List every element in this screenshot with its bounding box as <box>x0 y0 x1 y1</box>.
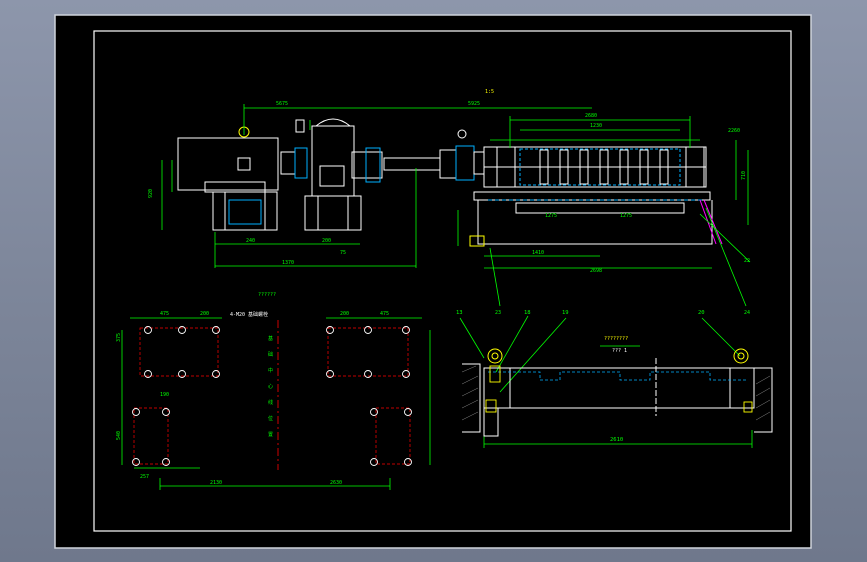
svg-text:190: 190 <box>160 392 169 398</box>
svg-text:????????: ???????? <box>604 336 628 342</box>
svg-text:2130: 2130 <box>210 480 222 486</box>
motor-assembly <box>177 126 308 231</box>
svg-text:2260: 2260 <box>728 128 740 134</box>
svg-text:375: 375 <box>116 333 122 342</box>
shaft-and-coupling <box>383 129 485 181</box>
title-frame <box>93 30 792 532</box>
svg-text:置: 置 <box>268 432 273 438</box>
svg-text:200: 200 <box>322 238 331 244</box>
tag-20: 20 <box>698 310 705 316</box>
dim-total-lower: 2610 <box>610 437 623 443</box>
tag-18: 18 <box>524 310 531 316</box>
drawing-sheet <box>54 14 812 549</box>
section-view: ???????? ??? 1 13 18 19 20 2610 <box>456 310 773 448</box>
svg-text:础: 础 <box>268 351 273 358</box>
svg-text:540: 540 <box>116 431 122 440</box>
svg-text:1370: 1370 <box>282 260 294 266</box>
svg-text:920: 920 <box>148 189 154 198</box>
svg-text:5675: 5675 <box>276 101 288 107</box>
svg-text:1230: 1230 <box>590 123 602 129</box>
svg-text:2630: 2630 <box>330 480 342 486</box>
svg-text:23: 23 <box>495 310 501 316</box>
svg-text:心: 心 <box>268 383 273 390</box>
svg-text:2680: 2680 <box>585 113 597 119</box>
svg-text:240: 240 <box>246 238 255 244</box>
svg-text:??????: ?????? <box>258 292 276 298</box>
svg-text:24: 24 <box>744 310 750 316</box>
svg-text:22: 22 <box>744 258 750 264</box>
svg-text:475: 475 <box>380 311 389 317</box>
svg-text:1410: 1410 <box>532 250 544 256</box>
svg-text:2698: 2698 <box>590 268 602 274</box>
svg-text:5925: 5925 <box>468 101 480 107</box>
gearbox <box>295 118 383 231</box>
svg-text:75: 75 <box>340 250 346 256</box>
svg-text:基: 基 <box>268 335 273 342</box>
svg-text:4-M20 基础螺栓: 4-M20 基础螺栓 <box>230 311 268 318</box>
svg-text:257: 257 <box>140 474 149 480</box>
svg-text:710: 710 <box>741 171 747 180</box>
upper-dimensions <box>161 104 751 307</box>
svg-text:中: 中 <box>268 367 273 374</box>
svg-text:1:5: 1:5 <box>485 89 494 95</box>
tag-13: 13 <box>456 310 463 316</box>
svg-text:200: 200 <box>200 311 209 317</box>
svg-text:1275: 1275 <box>620 213 632 219</box>
svg-text:1275: 1275 <box>545 213 557 219</box>
svg-text:线: 线 <box>268 399 273 406</box>
tag-19: 19 <box>562 310 569 316</box>
svg-text:475: 475 <box>160 311 169 317</box>
svg-text:200: 200 <box>340 311 349 317</box>
foundation-plan: ?????? 4-M20 基础螺栓 475 200 200 475 257 190 2… <box>116 292 431 490</box>
svg-text:位: 位 <box>268 415 273 422</box>
svg-text:??? 1: ??? 1 <box>612 348 627 354</box>
